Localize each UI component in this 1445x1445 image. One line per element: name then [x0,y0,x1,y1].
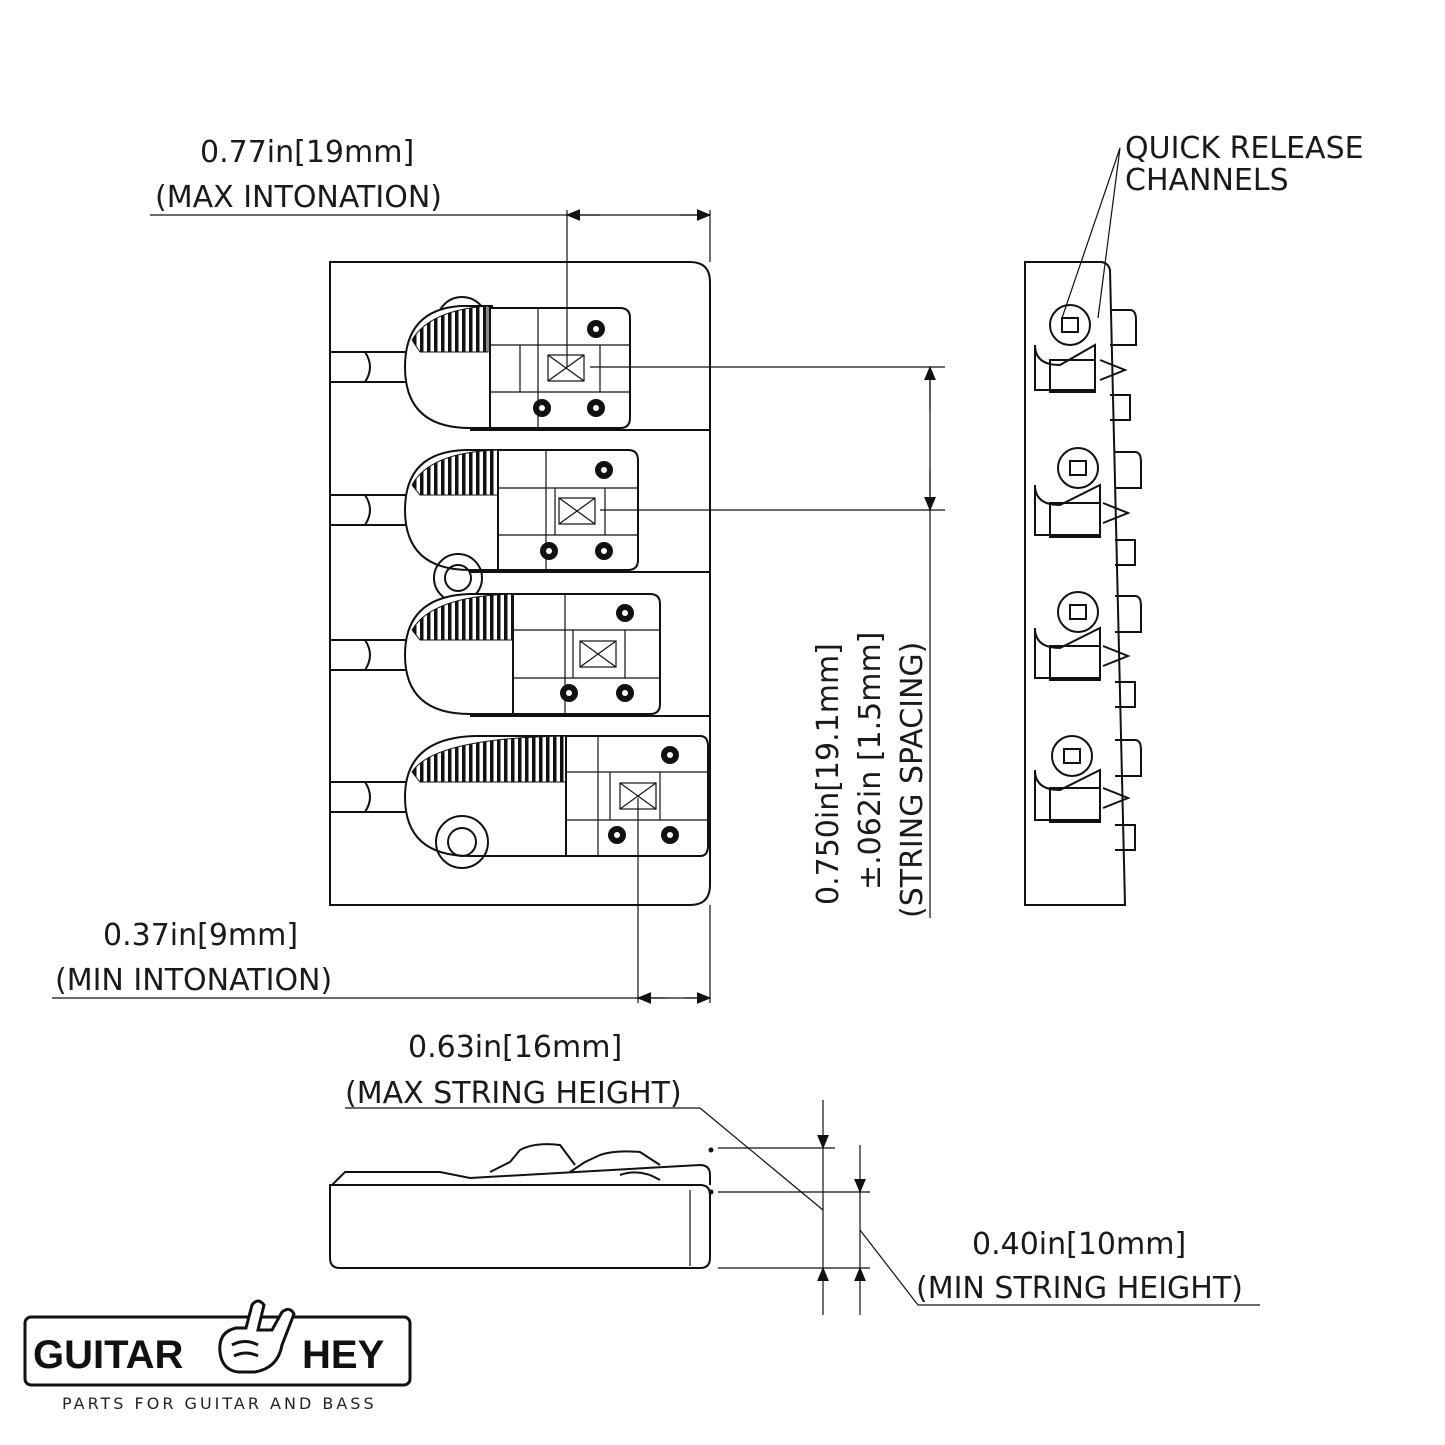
string-spacing-value: 0.750in[19.1mm] [811,643,846,905]
saddle-2 [330,449,639,571]
min-string-height-caption: (MIN STRING HEIGHT) [916,1271,1243,1306]
max-intonation-caption: (MAX INTONATION) [155,180,442,215]
min-string-height-value: 0.40in[10mm] [972,1227,1186,1262]
logo-text-left: GUITAR [33,1333,183,1377]
logo-tagline: PARTS FOR GUITAR AND BASS [62,1394,377,1413]
max-intonation-value: 0.77in[19mm] [200,135,414,170]
max-string-height-caption: (MAX STRING HEIGHT) [345,1076,682,1111]
top-view-bridge [329,261,711,906]
side-saddle-1 [1034,304,1137,421]
rock-hand-icon [218,1299,296,1374]
side-saddle-2 [1034,447,1142,566]
logo-text-right: HEY [302,1333,385,1377]
saddle-1 [330,296,631,429]
string-height-dimensions [345,1100,1260,1315]
string-spacing-dimension [590,365,945,918]
max-intonation-dimension [150,209,712,367]
min-intonation-caption: (MIN INTONATION) [55,963,332,998]
min-intonation-value: 0.37in[9mm] [103,918,298,953]
brand-logo: GUITAR HEY PARTS FOR GUITAR AND BASS [23,1299,412,1413]
saddle-3 [330,593,661,715]
max-string-height-value: 0.63in[16mm] [408,1030,622,1065]
front-view-bridge [329,1143,711,1269]
string-spacing-caption: (STRING SPACING) [895,642,930,918]
min-intonation-dimension [52,798,712,1004]
side-view-bridge [1024,147,1142,906]
side-saddle-4 [1034,735,1142,851]
quick-release-line1: QUICK RELEASE [1125,131,1364,166]
saddle-4 [330,735,709,869]
string-spacing-tolerance: ±.062in [1.5mm] [853,632,888,890]
quick-release-line2: CHANNELS [1125,163,1289,198]
side-saddle-3 [1034,591,1142,708]
